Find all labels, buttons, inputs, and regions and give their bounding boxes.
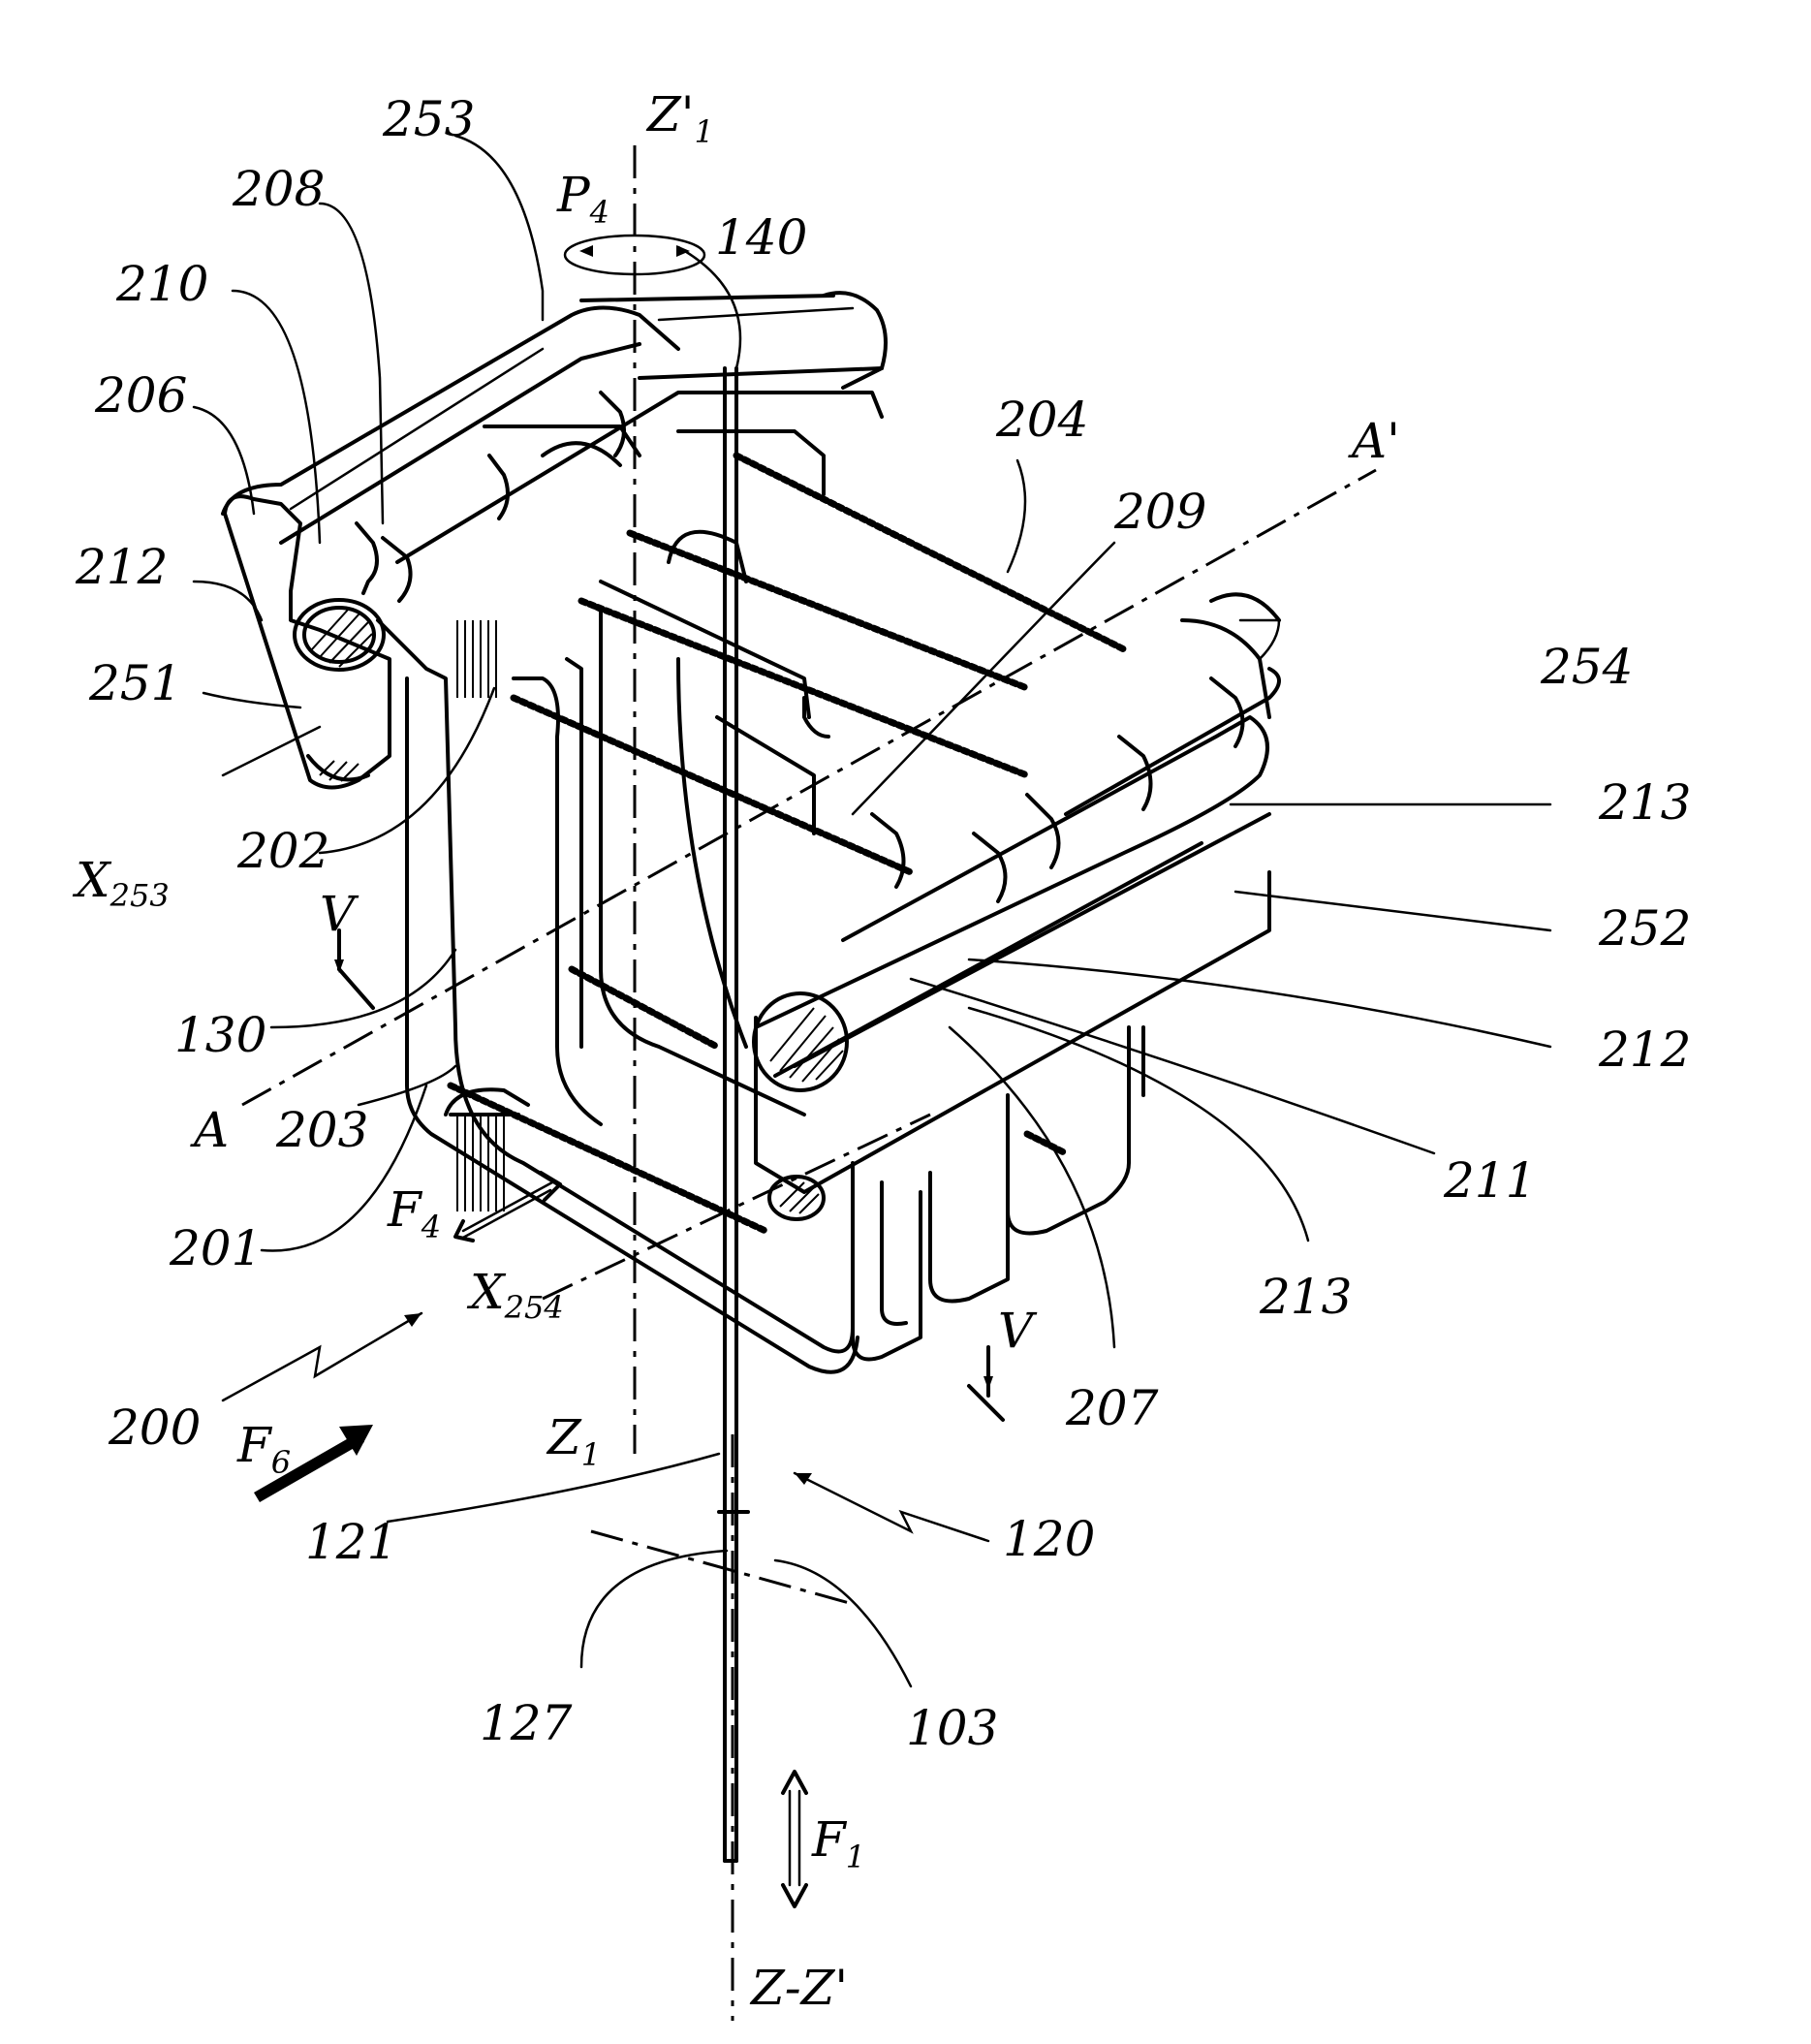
label-208: 208	[232, 161, 325, 217]
top-bar-253	[223, 293, 886, 543]
label-x254: X254	[466, 1264, 564, 1326]
label-254: 254	[1540, 639, 1633, 695]
label-v-left: V	[320, 886, 359, 942]
label-z1-bottom: Z1	[546, 1409, 601, 1473]
label-203: 203	[275, 1102, 368, 1158]
label-v-right: V	[998, 1303, 1038, 1359]
label-f1: F1	[811, 1811, 865, 1875]
label-a-prime: A'	[1348, 413, 1400, 469]
bottom-bar-254	[754, 717, 1267, 1219]
zigzag-120	[795, 1473, 988, 1541]
label-f6: F6	[236, 1417, 291, 1481]
axis-a	[242, 470, 1376, 1105]
label-200: 200	[108, 1399, 201, 1456]
label-211: 211	[1443, 1152, 1536, 1209]
label-201: 201	[169, 1220, 262, 1276]
axis-103	[591, 1531, 853, 1604]
label-121: 121	[305, 1514, 397, 1570]
label-252: 252	[1598, 900, 1691, 957]
label-120: 120	[1003, 1511, 1095, 1567]
zigzag-200	[223, 1313, 422, 1400]
label-209: 209	[1113, 484, 1206, 540]
arrow-f1	[783, 1772, 806, 1906]
label-210: 210	[115, 256, 208, 312]
label-207: 207	[1065, 1380, 1159, 1436]
labels: Z'1 253 P4 208 140 210 206 204 A' 209 21…	[72, 86, 1691, 2016]
label-202: 202	[236, 823, 329, 879]
label-z1-top: Z'1	[645, 86, 714, 150]
end-plate-251	[225, 496, 390, 787]
label-p4: P4	[556, 167, 609, 231]
label-213-bottom: 213	[1259, 1269, 1352, 1325]
label-127: 127	[480, 1695, 573, 1751]
label-a: A	[190, 1102, 229, 1158]
label-212-right: 212	[1598, 1022, 1691, 1078]
label-zz: Z-Z'	[749, 1960, 848, 2016]
label-103: 103	[906, 1700, 998, 1756]
label-212-left: 212	[75, 539, 168, 595]
label-f4: F4	[387, 1181, 441, 1245]
label-213-top: 213	[1598, 774, 1691, 831]
label-206: 206	[94, 367, 187, 424]
label-130: 130	[174, 1007, 266, 1063]
label-253: 253	[382, 91, 475, 147]
label-251: 251	[88, 655, 181, 711]
label-140: 140	[715, 209, 807, 266]
section-mark-v-left	[334, 930, 373, 1008]
label-204: 204	[995, 392, 1088, 448]
label-x253: X253	[72, 852, 170, 914]
